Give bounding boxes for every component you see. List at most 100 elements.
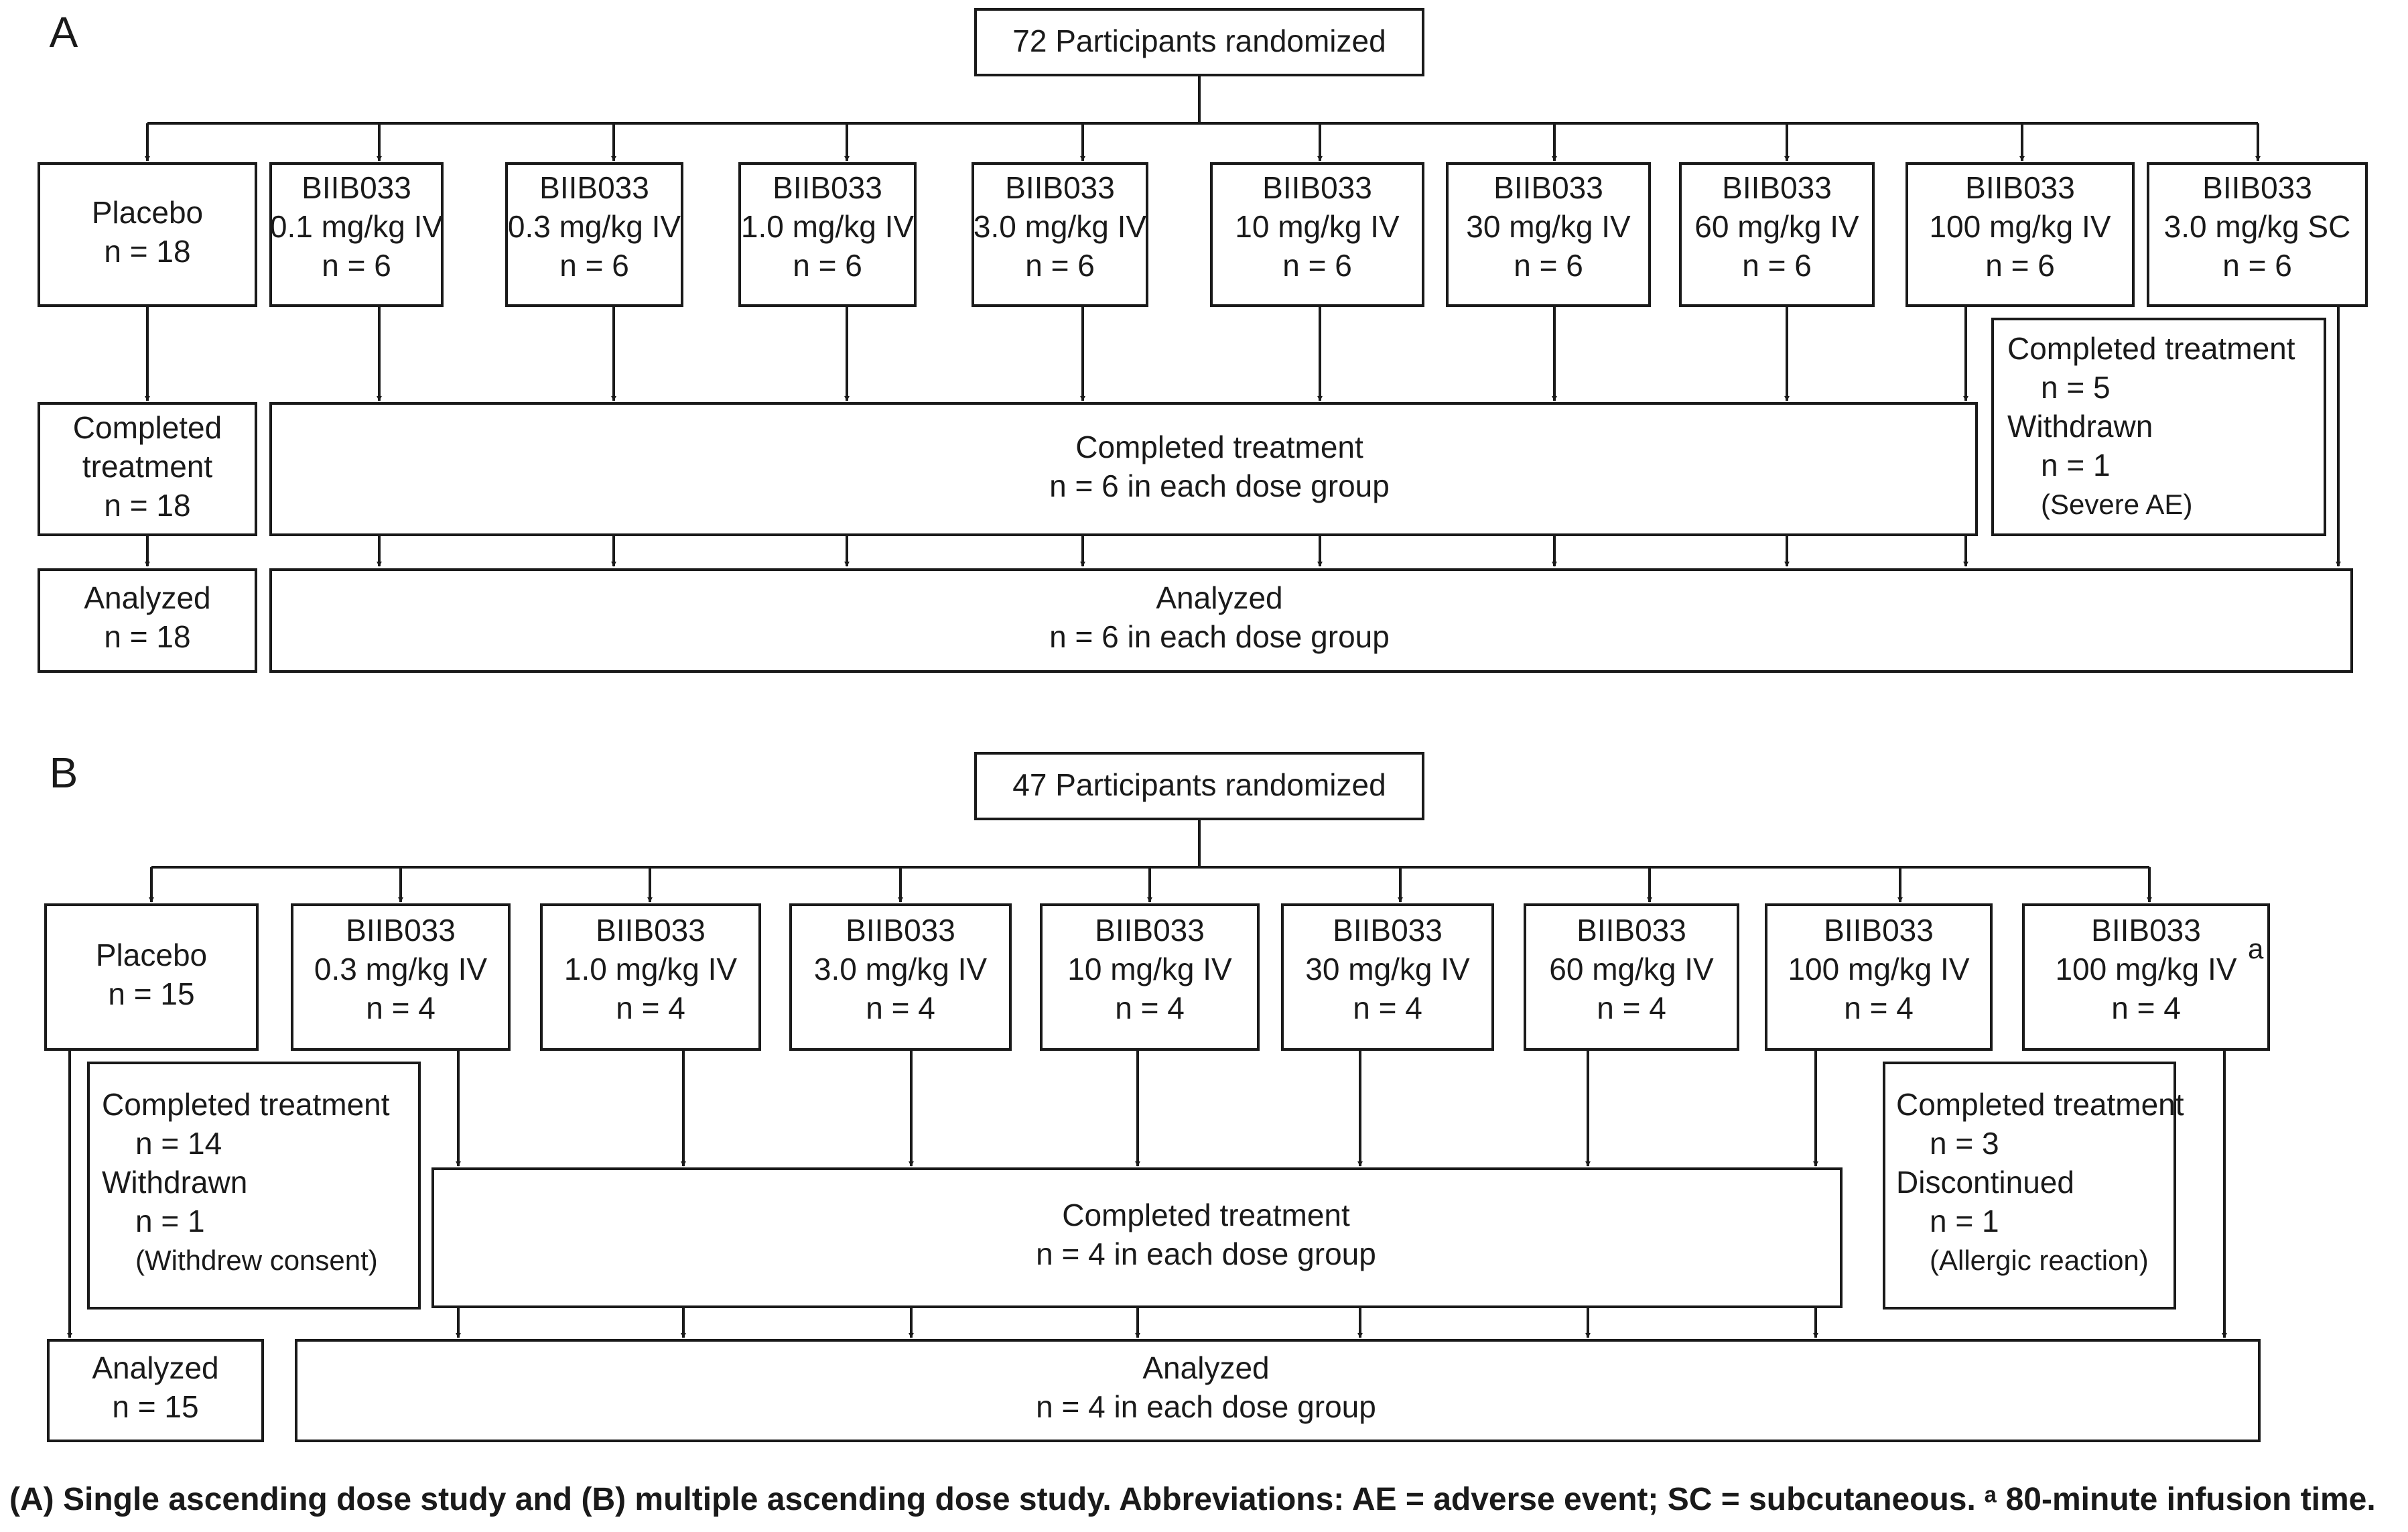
arm-5-text-line-1: BIIB033 [1262, 170, 1372, 205]
placebo-text-line-1: Placebo [92, 195, 203, 230]
arm-8-text-line-3: n = 6 [1985, 248, 2055, 283]
arm-box-9 [2147, 162, 2368, 307]
arm-4-text-line-1: BIIB033 [1005, 170, 1115, 205]
placebo-completed-b-text-line-2: n = 14 [135, 1126, 222, 1161]
arm-2-text-line-1: BIIB033 [539, 170, 649, 205]
sc-completed-text-line-3: Withdrawn [2007, 409, 2153, 444]
arm-b-7-text-line-2: 100 mg/kg IV [1788, 952, 1969, 986]
arm-b-1-text-line-2: 0.3 mg/kg IV [314, 952, 488, 986]
arm-8-text-line-2: 100 mg/kg IV [1929, 209, 2111, 244]
randomized-text-line-1: 72 Participants randomized [1012, 23, 1386, 58]
sc-completed-text-line-4: n = 1 [2041, 448, 2111, 483]
arm-b-box-5 [1281, 903, 1494, 1051]
sc-completed-box [1991, 318, 2326, 536]
arm-4-text-line-3: n = 6 [1025, 248, 1095, 283]
arm-b-4-text-line-1: BIIB033 [1095, 913, 1205, 948]
arm-b-3-text-line-2: 3.0 mg/kg IV [814, 952, 988, 986]
completed-b-text-line-1: Completed treatment [1062, 1198, 1350, 1232]
arm-4-text-line-2: 3.0 mg/kg IV [974, 209, 1147, 244]
arm-b-box-1 [291, 903, 511, 1051]
figure-caption: (A) Single ascending dose study and (B) … [9, 1482, 2376, 1517]
arm-box-3 [738, 162, 917, 307]
last-arm-completed-b-text-line-1: Completed treatment [1896, 1087, 2184, 1122]
panel-b-label: B [50, 749, 78, 797]
arm-1-text-line-2: 0.1 mg/kg IV [270, 209, 444, 244]
placebo-completed-b-text-line-3: Withdrawn [102, 1165, 247, 1200]
arm-3-text-line-3: n = 6 [793, 248, 862, 283]
arm-2-text-line-3: n = 6 [559, 248, 629, 283]
arm-b-3-text-line-3: n = 4 [866, 991, 935, 1025]
randomized-b-text-line-1: 47 Participants randomized [1012, 767, 1386, 802]
analyzed-b-text-line-2: n = 4 in each dose group [1036, 1389, 1376, 1424]
arm-b-2-text-line-2: 1.0 mg/kg IV [564, 952, 738, 986]
arm-6-text-line-2: 30 mg/kg IV [1466, 209, 1631, 244]
arm-b-8-text-line-1: BIIB033 [2091, 913, 2201, 948]
placebo-text-line-2: n = 18 [104, 234, 190, 269]
arm-b-box-6 [1524, 903, 1739, 1051]
arm-3-text-line-2: 1.0 mg/kg IV [741, 209, 915, 244]
arm-b-5-text-line-3: n = 4 [1353, 991, 1422, 1025]
arm-6-text-line-3: n = 6 [1514, 248, 1583, 283]
arm-b-6-text-line-1: BIIB033 [1577, 913, 1686, 948]
arm-box-8 [1905, 162, 2135, 307]
last-arm-completed-b-text-line-2: n = 3 [1930, 1126, 1999, 1161]
arm-7-text-line-1: BIIB033 [1722, 170, 1832, 205]
last-arm-completed-b-text-line-5: (Allergic reaction) [1930, 1244, 2149, 1276]
arm-b-2-text-line-3: n = 4 [616, 991, 685, 1025]
arm-b-7-text-line-3: n = 4 [1844, 991, 1914, 1025]
arm-b-box-7 [1765, 903, 1993, 1051]
arm-b-6-text-line-3: n = 4 [1597, 991, 1666, 1025]
placebo-completed-b-text-line-1: Completed treatment [102, 1087, 390, 1122]
arm-6-text-line-1: BIIB033 [1493, 170, 1603, 205]
arm-7-text-line-2: 60 mg/kg IV [1694, 209, 1859, 244]
arm-box-4 [972, 162, 1148, 307]
arm-5-text-line-2: 10 mg/kg IV [1235, 209, 1400, 244]
last-arm-completed-b-text-line-4: n = 1 [1930, 1204, 1999, 1238]
placebo-analyzed-text-line-2: n = 18 [104, 619, 190, 654]
placebo-completed-text-line-3: n = 18 [104, 488, 190, 523]
arm-1-text-line-3: n = 6 [322, 248, 391, 283]
sc-completed-text-line-2: n = 5 [2041, 370, 2111, 405]
arm-b-1-text-line-1: BIIB033 [346, 913, 456, 948]
placebo-completed-text-line-1: Completed [73, 410, 222, 445]
analyzed-text-line-2: n = 6 in each dose group [1049, 619, 1390, 654]
arm-b-1-text-line-3: n = 4 [366, 991, 436, 1025]
placebo-box-b [44, 903, 259, 1051]
placebo-analyzed-box-b [47, 1339, 264, 1442]
arm-7-text-line-3: n = 6 [1742, 248, 1812, 283]
arm-b-box-8 [2022, 903, 2270, 1051]
arm-b-4-text-line-3: n = 4 [1115, 991, 1185, 1025]
placebo-analyzed-b-text-line-2: n = 15 [112, 1389, 198, 1424]
placebo-analyzed-text-line-1: Analyzed [84, 580, 210, 615]
placebo-b-text-line-1: Placebo [96, 938, 207, 972]
arm-b-4-text-line-2: 10 mg/kg IV [1067, 952, 1232, 986]
placebo-analyzed-box [38, 568, 257, 673]
completed-text-line-1: Completed treatment [1075, 430, 1363, 464]
sc-completed-text-line-1: Completed treatment [2007, 331, 2295, 366]
placebo-b-text-line-2: n = 15 [108, 976, 194, 1011]
placebo-completed-box [38, 402, 257, 536]
completed-box-b [431, 1167, 1843, 1308]
sc-completed-text-line-5: (Severe AE) [2041, 489, 2192, 520]
arm-3-text-line-1: BIIB033 [773, 170, 882, 205]
placebo-completed-box-b [87, 1062, 421, 1310]
arm-b-3-text-line-1: BIIB033 [846, 913, 955, 948]
placebo-completed-b-text-line-5: (Withdrew consent) [135, 1244, 378, 1276]
arm-b-8-text-line-2: 100 mg/kg IV [2055, 952, 2236, 986]
analyzed-text-line-1: Analyzed [1156, 580, 1282, 615]
last-arm-completed-box-b [1883, 1062, 2176, 1310]
completed-text-line-2: n = 6 in each dose group [1049, 468, 1390, 503]
arm-1-text-line-1: BIIB033 [302, 170, 411, 205]
arm-b-7-text-line-1: BIIB033 [1824, 913, 1934, 948]
arm-box-5 [1210, 162, 1424, 307]
arm-b-box-4 [1040, 903, 1260, 1051]
arm-8-text-line-1: BIIB033 [1965, 170, 2075, 205]
arm-b-box-3 [789, 903, 1012, 1051]
arm-box-1 [269, 162, 444, 307]
arm-2-text-line-2: 0.3 mg/kg IV [508, 209, 681, 244]
arm-b-box-2 [540, 903, 761, 1051]
analyzed-box-b [295, 1339, 2261, 1442]
